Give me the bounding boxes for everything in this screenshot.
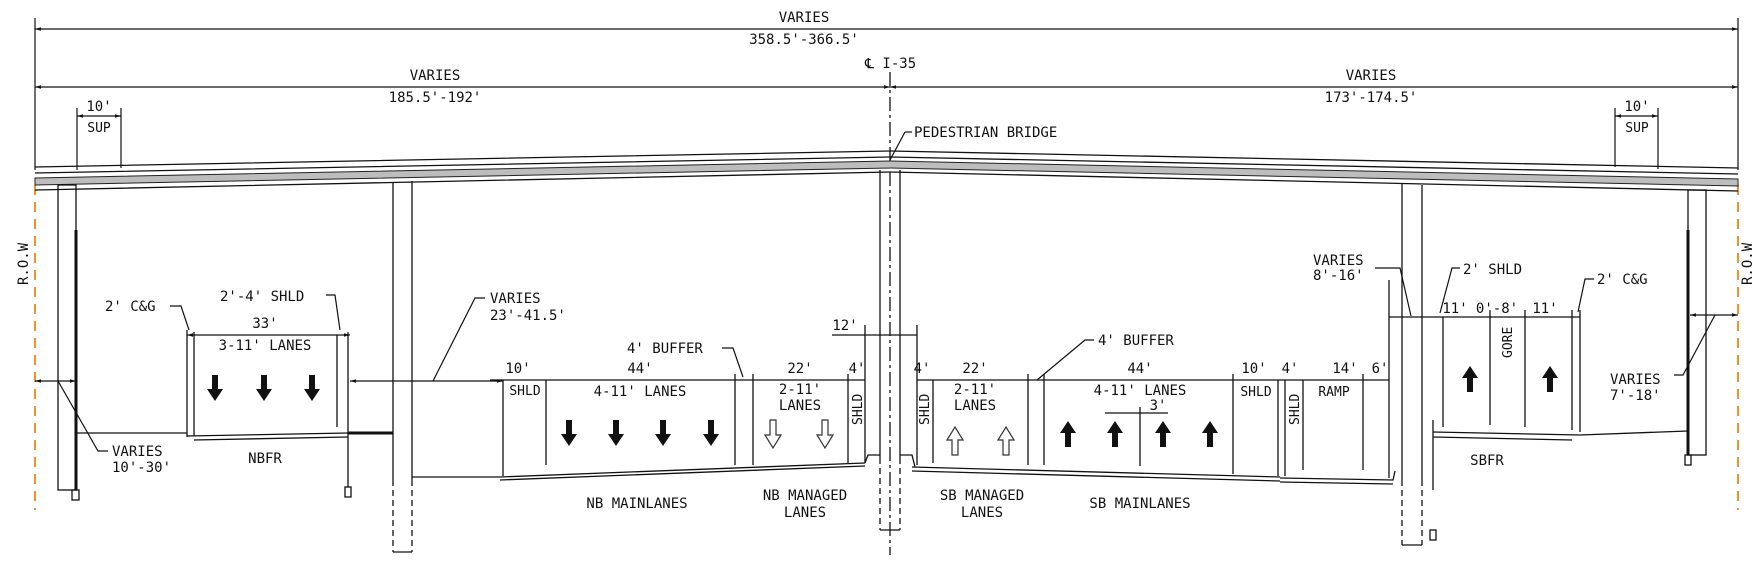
hollow-arrow-down-icon: [763, 419, 783, 450]
sb-buffer-label: 4' BUFFER: [1098, 333, 1174, 349]
sup-left-width: 10': [86, 99, 111, 115]
nb-roadway: 10' SHLD 44' 4-11' LANES 4' BUFFER 22' 2…: [412, 325, 880, 521]
sb-direction-arrows: [945, 366, 1558, 456]
hollow-arrow-down-icon: [815, 419, 835, 450]
sbfr-shld-label: 2' SHLD: [1463, 262, 1522, 278]
sb-managed-lanes-1: 2-11': [954, 382, 996, 398]
arrow-down-icon: [703, 420, 719, 446]
overall-label: VARIES: [779, 10, 830, 26]
hollow-arrow-up-icon: [996, 425, 1016, 456]
right-half-value: 173'-174.5': [1325, 90, 1418, 106]
arrow-down-icon: [561, 420, 577, 446]
arrow-down-icon: [207, 375, 223, 401]
hollow-arrow-up-icon: [945, 425, 965, 456]
left-half-value: 185.5'-192': [389, 90, 482, 106]
arrow-down-icon: [304, 375, 320, 401]
sb-main-width: 44': [1127, 361, 1152, 377]
nb-mainlanes-name: NB MAINLANES: [586, 496, 687, 512]
pedestrian-bridge-deck: [34, 150, 1739, 192]
sb-managed-name-2: LANES: [961, 505, 1003, 521]
arrow-up-icon: [1542, 366, 1558, 392]
sbfr-lane2-width: 11': [1532, 301, 1557, 317]
pedestrian-bridge-label: PEDESTRIAN BRIDGE: [914, 125, 1057, 141]
sbfr-gap-value: 8'-16': [1313, 268, 1364, 284]
nb-inner-shld-label: SHLD: [851, 394, 866, 425]
nbfr-name: NBFR: [248, 451, 282, 467]
median-gap-value: 23'-41.5': [490, 308, 566, 324]
left-half-label: VARIES: [410, 68, 461, 84]
sb-ramp-shld-label: SHLD: [1288, 394, 1303, 425]
left-retaining-wall: [57, 184, 77, 491]
sb-shld-width: 10': [1241, 361, 1266, 377]
nbfr-lanes: 3-11' LANES: [219, 338, 312, 354]
sb-managed-lanes-2: LANES: [954, 398, 996, 414]
row-label-left: R.O.W: [16, 242, 32, 285]
sbfr-section: 11' 0'-8' 11' GORE SBFR VARIES 8'-16' 2'…: [1313, 253, 1738, 541]
sb-ramp-shld-width: 4': [1282, 361, 1299, 377]
nb-direction-arrows: [207, 375, 835, 450]
sb-ramp-outer-width: 6': [1372, 361, 1389, 377]
arrow-up-icon: [1107, 421, 1123, 447]
sb-managed-name-1: SB MANAGED: [940, 488, 1024, 504]
arrow-down-icon: [655, 420, 671, 446]
sb-ramp-width: 14': [1332, 361, 1357, 377]
sb-shld-label: SHLD: [1240, 385, 1271, 400]
nbfr-cg-label: 2' C&G: [105, 299, 156, 315]
sbfr-gap-label: VARIES: [1313, 253, 1364, 269]
arrow-down-icon: [608, 420, 624, 446]
sb-roadway: 4' SHLD 22' 2-11' LANES 4' BUFFER 44' 4-…: [900, 280, 1396, 521]
arrow-up-icon: [1462, 366, 1478, 392]
right-retaining-wall: [1687, 189, 1707, 456]
left-pier: [392, 181, 413, 553]
median-gap-label: VARIES: [490, 291, 541, 307]
arrow-down-icon: [256, 375, 272, 401]
sb-inner-shld-label: SHLD: [918, 394, 933, 425]
sup-right-label: SUP: [1625, 121, 1649, 136]
right-pier: [1401, 184, 1423, 546]
right-half-label: VARIES: [1346, 68, 1397, 84]
row-label-right: R.O.W: [1740, 242, 1756, 285]
nb-managed-width: 22': [787, 361, 812, 377]
sup-right-width: 10': [1624, 99, 1649, 115]
sbfr-offset-label: VARIES: [1610, 372, 1661, 388]
nb-shld-width: 10': [505, 361, 530, 377]
nbfr-offset-label: VARIES: [112, 444, 163, 460]
sbfr-offset-value: 7'-18': [1610, 388, 1661, 404]
median-width: 12': [832, 318, 857, 334]
overall-value: 358.5'-366.5': [749, 32, 859, 48]
arrow-up-icon: [1155, 421, 1171, 447]
arrow-up-icon: [1202, 421, 1218, 447]
sup-left-label: SUP: [87, 121, 111, 136]
sb-mainlanes-name: SB MAINLANES: [1089, 496, 1190, 512]
centerline-label: ℄ I-35: [864, 56, 916, 72]
nb-shld-label: SHLD: [509, 384, 540, 399]
sb-main-lanes: 4-11' LANES: [1094, 383, 1187, 399]
arrow-up-icon: [1060, 421, 1076, 447]
sb-inner-shld-width: 4': [914, 361, 931, 377]
center-pier: [879, 170, 901, 531]
sbfr-name: SBFR: [1470, 453, 1504, 469]
nb-inner-shld-width: 4': [849, 361, 866, 377]
sbfr-gore-label: GORE: [1501, 327, 1516, 358]
nbfr-section: 33' 3-11' LANES 2' C&G 2'-4' SHLD NBFR V…: [35, 289, 393, 498]
nb-buffer-label: 4' BUFFER: [627, 341, 703, 357]
nbfr-shld-label: 2'-4' SHLD: [220, 289, 304, 305]
nbfr-offset-value: 10'-30': [112, 460, 171, 476]
sbfr-cg-label: 2' C&G: [1597, 272, 1648, 288]
sb-lane-gap: 3': [1150, 398, 1167, 414]
nb-main-width: 44': [627, 361, 652, 377]
nb-managed-lanes-1: 2-11': [779, 382, 821, 398]
nb-managed-lanes-2: LANES: [779, 398, 821, 414]
sb-managed-width: 22': [962, 361, 987, 377]
sb-ramp-label: RAMP: [1318, 385, 1349, 400]
nbfr-width: 33': [252, 316, 277, 332]
nb-managed-name-1: NB MANAGED: [763, 488, 847, 504]
sbfr-gore-width: 0'-8': [1476, 301, 1518, 317]
sbfr-lane1-width: 11': [1442, 301, 1467, 317]
nb-main-lanes: 4-11' LANES: [594, 384, 687, 400]
nb-managed-name-2: LANES: [784, 505, 826, 521]
